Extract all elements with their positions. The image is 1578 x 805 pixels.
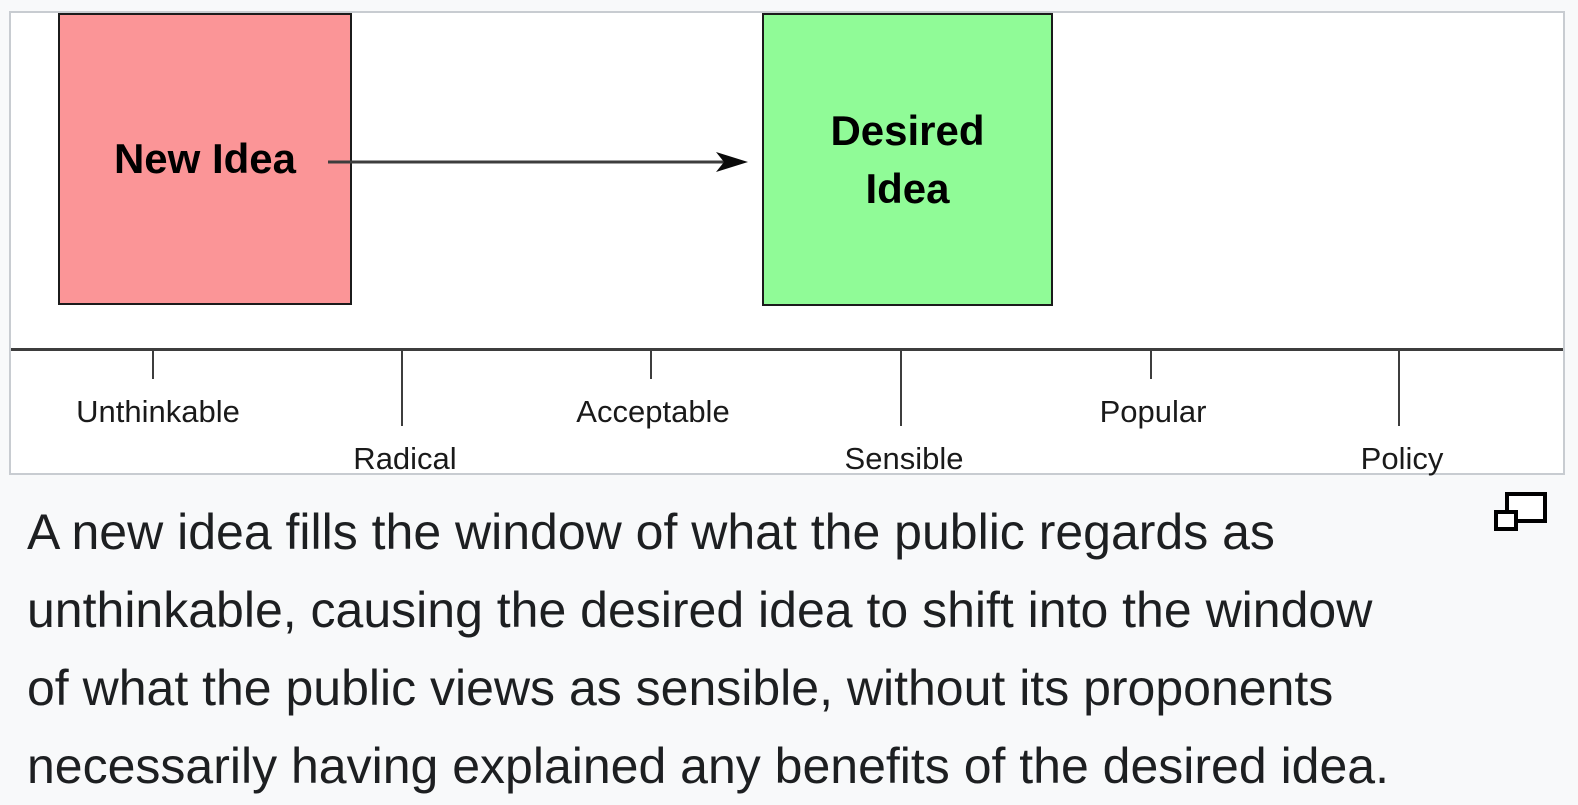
desired-idea-box: Desired Idea xyxy=(762,13,1053,306)
diagram-panel: New Idea Desired Idea Unthinkable Radica… xyxy=(9,11,1565,476)
axis-label-sensible: Sensible xyxy=(844,441,964,476)
axis-tick-policy xyxy=(1398,351,1400,426)
axis-tick-unthinkable xyxy=(152,351,154,379)
caption: A new idea fills the window of what the … xyxy=(27,493,1389,805)
axis-tick-radical xyxy=(401,351,403,426)
axis-tick-popular xyxy=(1150,351,1152,379)
caption-line: A new idea fills the window of what the … xyxy=(27,504,1275,560)
axis-label-radical: Radical xyxy=(353,441,457,476)
axis-label-policy: Policy xyxy=(1360,441,1444,476)
axis-label-acceptable: Acceptable xyxy=(576,394,730,429)
desired-idea-label: Desired Idea xyxy=(830,106,985,212)
new-idea-label: New Idea xyxy=(113,135,297,182)
axis-tick-sensible xyxy=(900,351,902,426)
caption-line: unthinkable, causing the desired idea to… xyxy=(27,582,1373,638)
caption-line: of what the public views as sensible, wi… xyxy=(27,660,1334,716)
enlarge-icon[interactable] xyxy=(1493,491,1551,535)
axis-tick-acceptable xyxy=(650,351,652,379)
axis-label-popular: Popular xyxy=(1099,394,1207,429)
axis-label-unthinkable: Unthinkable xyxy=(76,394,240,429)
spectrum-axis-line xyxy=(11,348,1563,351)
new-idea-box: New Idea xyxy=(58,13,352,305)
right-arrow-icon xyxy=(328,152,748,172)
caption-line: necessarily having explained any benefit… xyxy=(27,738,1389,794)
